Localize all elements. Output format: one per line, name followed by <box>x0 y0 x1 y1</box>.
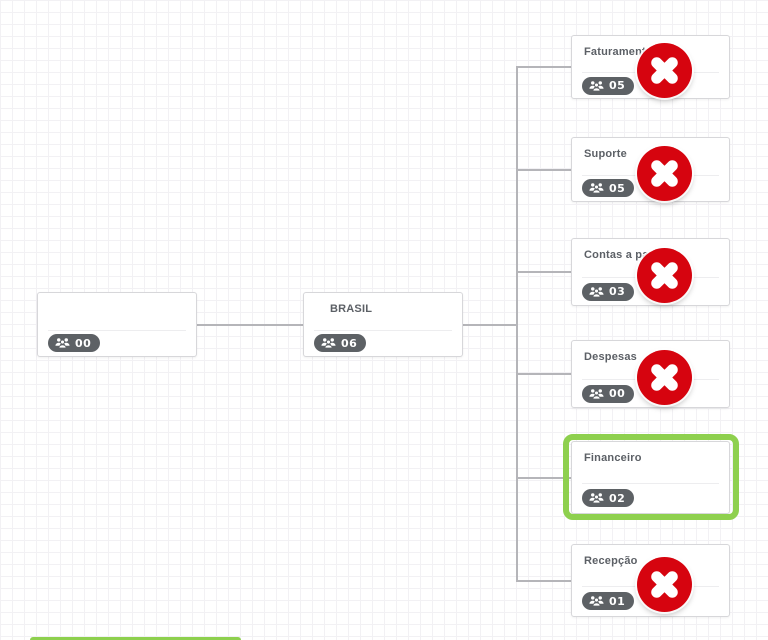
node-title: Suporte <box>584 148 627 160</box>
member-count-badge: 00 <box>582 384 635 403</box>
connector-horizontal <box>197 324 303 326</box>
node-title: Recepção <box>584 555 638 567</box>
member-count: 01 <box>609 594 626 608</box>
org-node-root[interactable]: 00 <box>37 292 197 357</box>
delete-node-button[interactable] <box>637 43 692 98</box>
node-title: Despesas <box>584 351 637 363</box>
connector-trunk <box>516 66 518 582</box>
people-group-icon <box>589 286 604 298</box>
member-count-badge: 01 <box>582 592 635 611</box>
connector-stub <box>517 580 571 582</box>
delete-node-button[interactable] <box>637 146 692 201</box>
member-count: 00 <box>609 387 626 401</box>
offscreen-selected-node-edge <box>30 637 241 640</box>
people-group-icon <box>589 388 604 400</box>
member-count: 05 <box>609 181 626 195</box>
connector-stub <box>517 66 571 68</box>
delete-node-button[interactable] <box>637 248 692 303</box>
connector-horizontal <box>463 324 517 326</box>
people-group-icon <box>321 338 336 349</box>
org-node-financeiro[interactable]: Financeiro 02 <box>571 441 730 514</box>
member-count-badge: 03 <box>582 282 635 301</box>
member-count: 02 <box>609 491 626 505</box>
member-count-badge: 00 <box>48 334 101 353</box>
node-title: Financeiro <box>584 452 642 464</box>
member-count-badge: 05 <box>582 179 635 198</box>
node-title: BRASIL <box>330 303 373 315</box>
connector-stub <box>517 373 571 375</box>
org-node-despesas[interactable]: Despesas 00 <box>571 340 730 408</box>
node-title: Faturamento <box>584 46 653 58</box>
people-group-icon <box>589 596 604 607</box>
member-count-badge: 05 <box>582 76 635 95</box>
delete-node-button[interactable] <box>637 557 692 612</box>
member-count-badge: 02 <box>582 489 635 508</box>
member-count: 05 <box>609 79 626 93</box>
people-group-icon <box>589 183 604 194</box>
org-node-brasil[interactable]: BRASIL 06 <box>303 292 463 357</box>
member-count: 03 <box>609 285 626 299</box>
member-count: 00 <box>75 336 92 350</box>
people-group-icon <box>589 80 604 91</box>
delete-node-button[interactable] <box>637 350 692 405</box>
people-group-icon <box>589 493 604 504</box>
member-count: 06 <box>341 336 358 350</box>
member-count-badge: 06 <box>314 334 367 353</box>
people-group-icon <box>55 338 70 349</box>
connector-stub <box>517 169 571 171</box>
connector-stub <box>517 271 571 273</box>
connector-stub <box>517 477 571 479</box>
